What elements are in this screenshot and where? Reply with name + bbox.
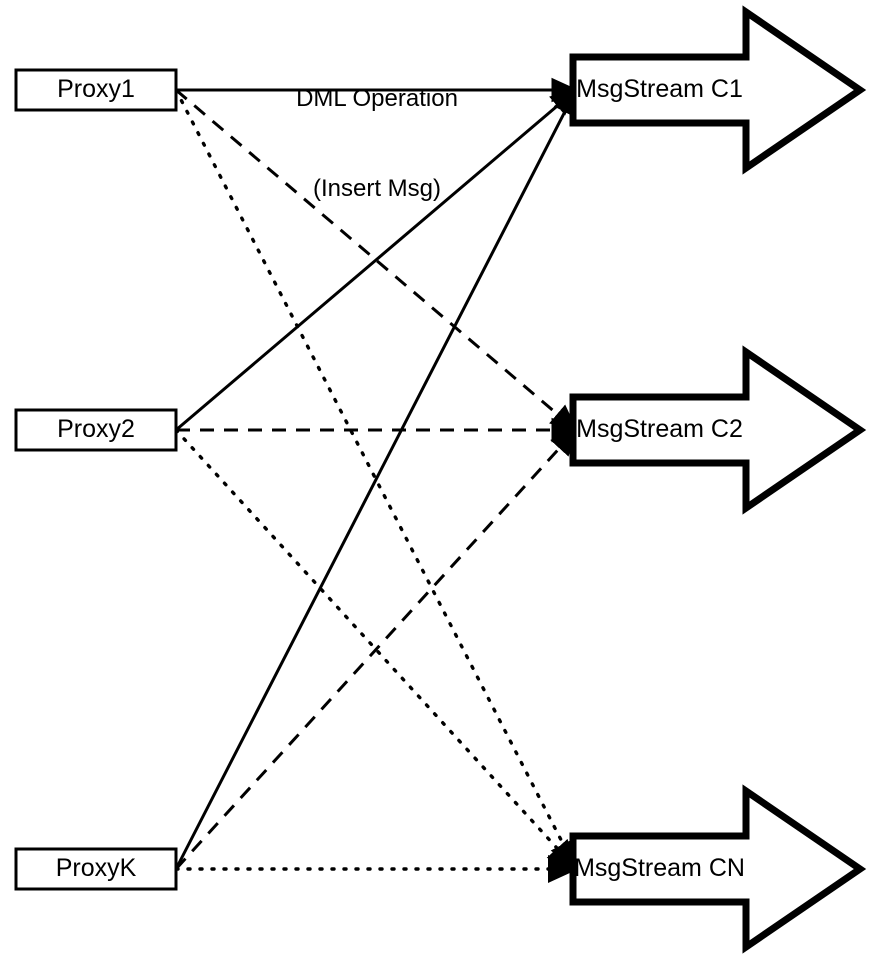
stream-shape-layer xyxy=(569,5,867,954)
msgstream-arrow-stream_c2[interactable] xyxy=(569,345,867,515)
proxy-box-proxyK[interactable] xyxy=(14,847,178,891)
proxy-box-proxy1[interactable] xyxy=(14,68,178,112)
connection-proxy1-to-stream_c2 xyxy=(175,88,578,432)
connection-proxy1-to-stream_cn xyxy=(174,88,578,872)
proxy-box-proxy2[interactable] xyxy=(14,408,178,452)
connection-proxy2-to-stream_c1 xyxy=(175,88,578,432)
msgstream-arrow-stream_c1[interactable] xyxy=(569,5,867,175)
connection-proxyK-to-stream_c1 xyxy=(174,87,578,870)
connection-layer xyxy=(174,77,579,884)
proxy-box-layer xyxy=(14,68,178,891)
msgstream-arrow-stream_cn[interactable] xyxy=(569,784,867,954)
connection-proxyK-to-stream_c2 xyxy=(174,428,578,871)
connection-proxy2-to-stream_cn xyxy=(174,428,578,871)
